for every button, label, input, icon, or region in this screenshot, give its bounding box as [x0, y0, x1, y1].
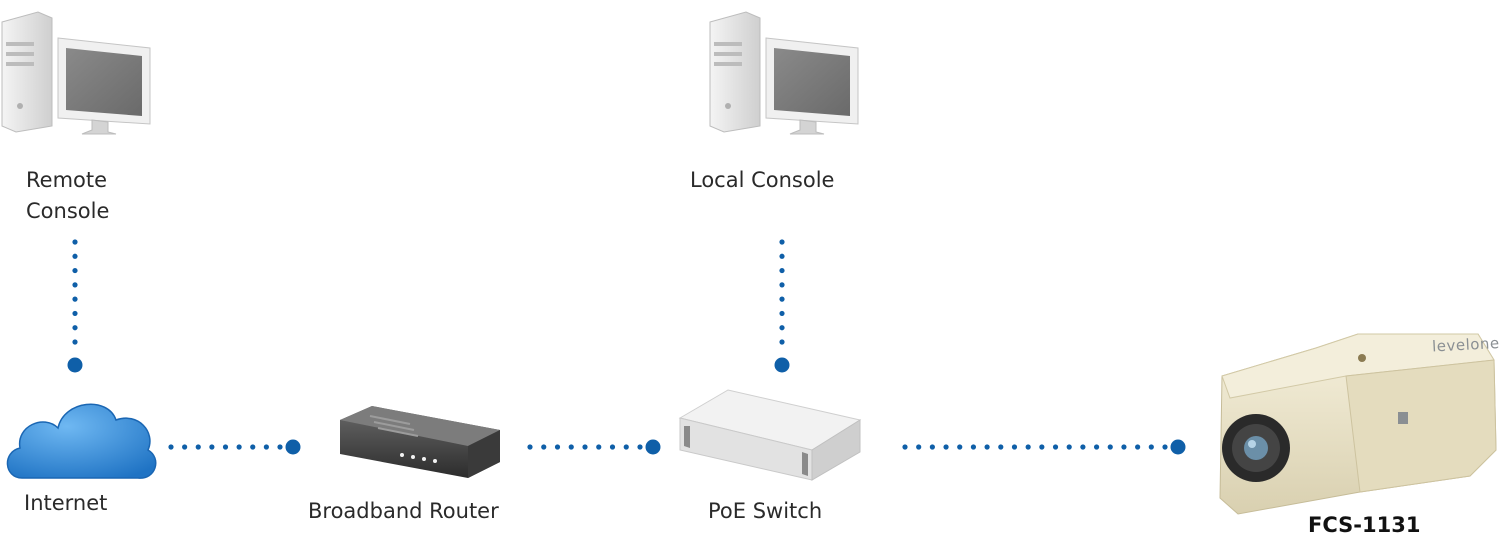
connector-endpoint [774, 357, 790, 373]
connector-dot [943, 444, 949, 450]
brand-logo: levelone [1432, 334, 1500, 356]
connector-dot [1121, 444, 1127, 450]
router-icon [340, 406, 500, 478]
connector-dot [609, 444, 616, 450]
desktop-computer-icon [709, 11, 859, 135]
ip-camera-icon [1219, 333, 1497, 515]
connector-dot [168, 444, 174, 450]
connector-dot [72, 310, 78, 317]
connector-dot [916, 444, 922, 450]
connector-dot [250, 444, 256, 450]
connector-dot [72, 239, 78, 245]
connector-dot [1011, 444, 1018, 450]
connector-dot [222, 444, 229, 450]
connector-dot [779, 239, 785, 245]
connector-endpoint [645, 439, 661, 455]
connector-dot [1039, 444, 1045, 450]
connector-dot [984, 444, 990, 450]
connector-dot [637, 444, 643, 450]
cloud-icon [6, 403, 157, 479]
connector-dot [1093, 444, 1100, 450]
connector-dot [779, 253, 785, 259]
connector-endpoint [67, 357, 83, 373]
connector-dot [998, 444, 1004, 450]
remote-console-label-line2: Console [26, 199, 110, 223]
connector-endpoint [285, 439, 301, 455]
connector-dot [568, 444, 574, 450]
connector-dot [72, 325, 78, 331]
internet-label: Internet [24, 491, 108, 515]
remote-console-label: Remote Console [26, 165, 156, 227]
broadband-router-label: Broadband Router [308, 499, 499, 523]
connector-dot [779, 325, 785, 331]
connector-dot [1107, 444, 1113, 450]
connector-dot [1052, 444, 1059, 450]
connector-dot [970, 444, 977, 450]
connector-dot [1162, 444, 1168, 450]
connector-dot [72, 296, 78, 302]
desktop-computer-icon [1, 11, 151, 135]
connector-dot [779, 310, 785, 317]
connector-dot [182, 444, 188, 450]
connector-dot [1148, 444, 1154, 450]
network-switch-icon [678, 389, 862, 481]
connector-dot [929, 444, 935, 450]
connector-dot [209, 444, 215, 450]
connector-dot [1025, 444, 1031, 450]
connector-dot [779, 339, 785, 345]
connector-dot [541, 444, 547, 450]
connector-dot [596, 444, 602, 450]
connector-dot [902, 444, 908, 450]
connector-dot [72, 282, 78, 288]
connector-dot [554, 444, 561, 450]
connector-dot [277, 444, 283, 450]
poe-switch-label: PoE Switch [708, 499, 823, 523]
connector-dot [72, 339, 78, 345]
connectors [67, 239, 1186, 455]
connector-dot [236, 444, 242, 450]
camera-model-label: FCS-1131 [1308, 513, 1421, 537]
connector-dot [72, 267, 78, 274]
connector-dot [1080, 444, 1086, 450]
connector-dot [779, 267, 785, 274]
connector-dot [1066, 444, 1072, 450]
connector-dot [623, 444, 629, 450]
connector-dot [195, 444, 201, 450]
connector-dot [1135, 444, 1141, 450]
connector-dot [72, 253, 78, 259]
connector-dot [527, 444, 533, 450]
connector-dot [779, 282, 785, 288]
remote-console-label-line1: Remote [26, 168, 108, 192]
connector-dot [582, 444, 588, 450]
local-console-label: Local Console [690, 168, 835, 192]
connector-endpoint [1170, 439, 1186, 455]
connector-dot [779, 296, 785, 302]
connector-dot [263, 444, 269, 450]
connector-dot [957, 444, 963, 450]
